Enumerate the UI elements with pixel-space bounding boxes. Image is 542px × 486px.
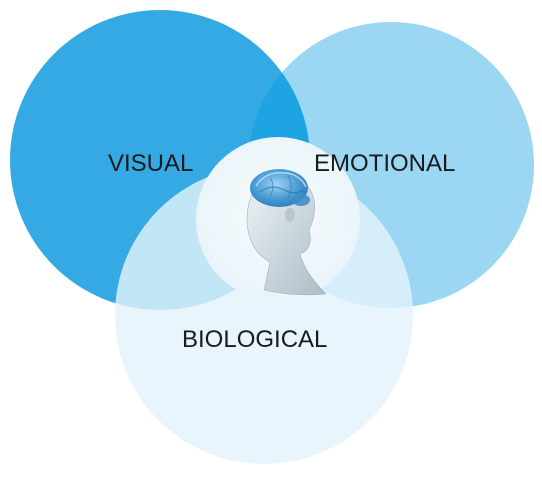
biological-label: BIOLOGICAL: [182, 326, 327, 353]
head-brain-icon: [246, 169, 327, 296]
visual-label: VISUAL: [108, 150, 193, 177]
emotional-label: EMOTIONAL: [314, 150, 455, 177]
